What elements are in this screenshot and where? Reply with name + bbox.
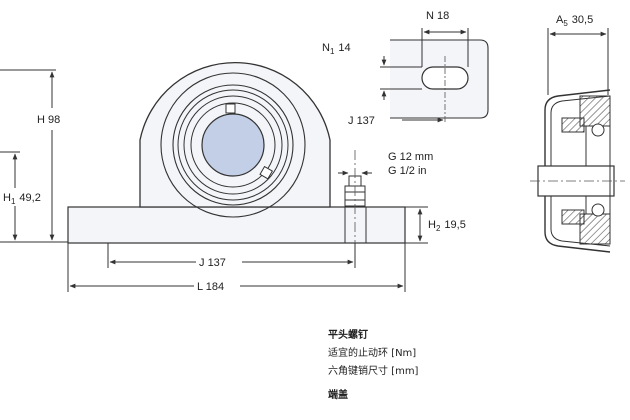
g-dimension: G 12 mm G 1/2 in (338, 151, 433, 177)
info-line-retaining-ring: 适宜的止动环 [Nm] (328, 348, 417, 359)
j-bottom-label: J 137 (199, 257, 226, 269)
g-in-label: G 1/2 in (388, 165, 427, 177)
housing-section-top (579, 95, 611, 127)
n-dimension-label: N 18 (426, 10, 449, 22)
j-top-label: J 137 (348, 115, 375, 127)
l-dimension: L 184 (67, 243, 406, 294)
info-heading-end-cover: 端盖 (328, 390, 348, 401)
housing-front-view (67, 62, 406, 262)
info-heading-flat-head-screw: 平头螺钉 (328, 330, 368, 341)
housing-section-bottom (579, 213, 611, 245)
info-line-hex-key-size: 六角键销尺寸 [mm] (328, 366, 419, 377)
j-bottom-dimension: J 137 (107, 243, 356, 270)
grub-screw-side (259, 165, 274, 180)
shaft-bore (201, 113, 265, 177)
g-mm-label: G 12 mm (388, 151, 433, 163)
outer-ring-outline (160, 72, 306, 218)
h-dimension-label: H 98 (37, 114, 60, 126)
grub-screw-top (225, 103, 236, 114)
base-plate (67, 206, 406, 244)
l-dimension-label: L 184 (197, 281, 224, 293)
